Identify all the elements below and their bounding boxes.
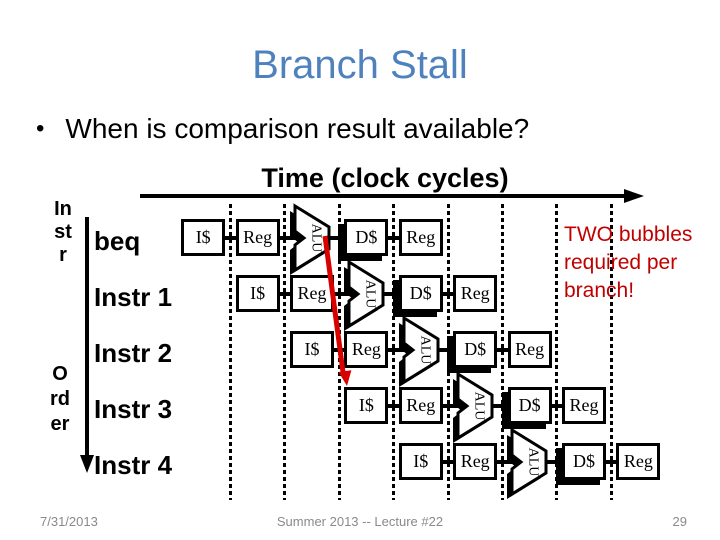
stage-connector (224, 235, 237, 240)
cycle-boundary-line (609, 204, 613, 500)
stage-connector (382, 291, 400, 296)
order-axis-word-instr: Instr (54, 198, 72, 266)
instruction-order-axis (80, 217, 94, 473)
stage-connector (496, 459, 514, 464)
pipeline-stage-reg: Reg (453, 443, 498, 480)
stage-connector (387, 403, 400, 408)
svg-text:ALU: ALU (417, 335, 432, 364)
annotation-line: TWO bubbles (564, 223, 693, 246)
stage-connector (550, 403, 563, 408)
stage-connector (605, 459, 618, 464)
stage-connector (441, 459, 455, 464)
cycle-boundary-line (337, 204, 341, 500)
footer-course: Summer 2013 -- Lecture #22 (276, 514, 444, 529)
bullet-text: When is comparison result available? (65, 113, 530, 144)
annotation-line: branch! (564, 279, 635, 302)
bullet-line: • When is comparison result available? (36, 112, 636, 146)
stage-connector (387, 347, 405, 352)
pipeline-stage-reg: Reg (235, 219, 280, 256)
pipeline-stage-ds: D$ (398, 275, 443, 312)
cycle-boundary-line (555, 204, 559, 500)
bullet-dot: • (36, 115, 45, 142)
pipeline-stage-reg: Reg (507, 331, 552, 368)
cycle-boundary-line (446, 204, 450, 500)
alu-shape: ALU (453, 370, 494, 443)
stage-connector (278, 235, 296, 240)
slide-title: Branch Stall (252, 43, 468, 87)
stage-connector (278, 291, 291, 296)
stage-connector (333, 347, 346, 352)
pipeline-stage-ds: D$ (453, 331, 498, 368)
stage-connector (441, 403, 459, 408)
pipeline-stage-reg: Reg (453, 275, 498, 312)
instruction-label: Instr 3 (94, 394, 173, 424)
stage-connector (441, 291, 455, 296)
pipeline-stage-is: I$ (235, 275, 280, 312)
instruction-label: beq (94, 226, 141, 256)
pipeline-stage-reg: Reg (398, 219, 443, 256)
pipeline-stage-is: I$ (344, 387, 389, 424)
alu-shape: ALU (507, 426, 548, 499)
pipeline-stage-reg: Reg (562, 387, 606, 424)
instruction-label: Instr 1 (94, 282, 173, 312)
cycle-boundary-line (392, 204, 396, 500)
stage-connector (545, 459, 563, 464)
alu-shape: ALU (398, 314, 440, 387)
pipeline-stage-ds: D$ (562, 443, 606, 480)
cycle-boundary-line (500, 204, 504, 500)
order-axis-arrowhead (80, 455, 94, 473)
svg-text:ALU: ALU (472, 391, 487, 420)
pipeline-stage-reg: Reg (344, 331, 389, 368)
footer-page-number: 29 (672, 514, 687, 529)
stage-connector (436, 347, 455, 352)
svg-text:ALU: ALU (308, 223, 323, 252)
stage-connector (491, 403, 509, 408)
pipeline-stage-reg: Reg (616, 443, 661, 480)
stage-connector (496, 347, 509, 352)
pipeline-stage-reg: Reg (398, 387, 443, 424)
pipeline-stage-is: I$ (290, 331, 334, 368)
alu-shape: ALU (344, 258, 385, 331)
cycle-boundary-line (228, 204, 232, 500)
instruction-label: Instr 2 (94, 338, 173, 368)
stage-connector (387, 235, 400, 240)
pipeline-stage-reg: Reg (290, 275, 334, 312)
svg-text:ALU: ALU (363, 279, 378, 308)
time-axis-label: Time (clock cycles) (261, 163, 509, 193)
annotation-line: required per (564, 251, 678, 274)
order-axis-word-order: Order (50, 363, 70, 435)
svg-text:ALU: ALU (526, 447, 541, 476)
cycle-boundary-line (283, 204, 287, 500)
instruction-label: Instr 4 (94, 450, 173, 480)
alu-shape: ALU (289, 202, 331, 275)
pipeline-stage-is: I$ (398, 443, 443, 480)
footer-date: 7/31/2013 (40, 514, 98, 529)
stall-annotation: TWO bubbles required per branch! (564, 221, 716, 305)
pipeline-stage-is: I$ (181, 219, 226, 256)
pipeline-stage-ds: D$ (344, 219, 389, 256)
pipeline-stage-ds: D$ (507, 387, 552, 424)
